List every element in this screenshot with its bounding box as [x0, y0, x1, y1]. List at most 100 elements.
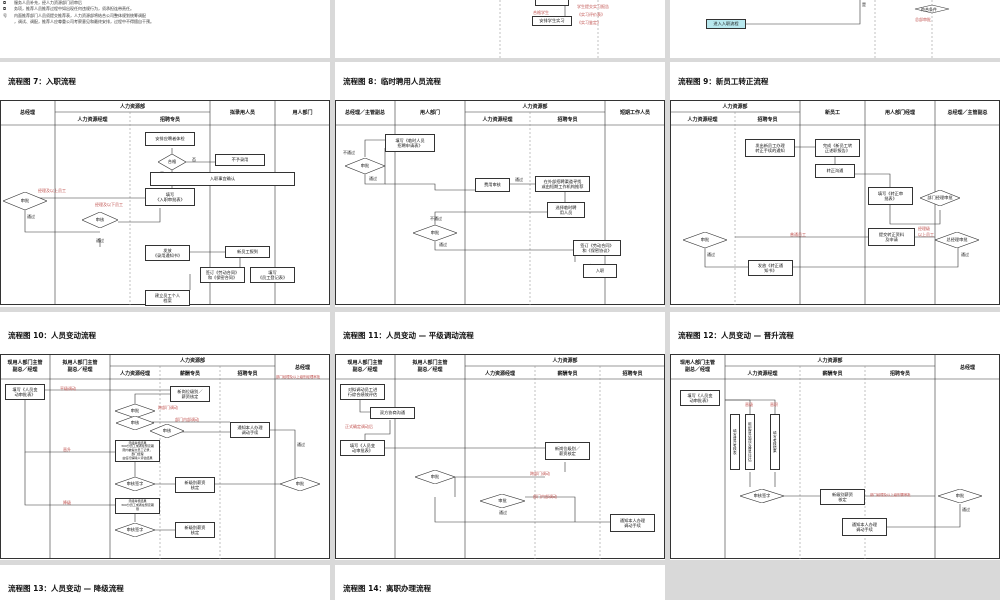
top-panel-right: 是 进入入职流程 符合条件 总部审批 — [670, 0, 1000, 58]
flowchart-10-check-diamond: 审核签字 — [115, 477, 155, 491]
flowchart-12-vert-box-3: 填写考核结果 — [770, 414, 780, 470]
flowchart-10-newpos-box: 新岗位级别／ 薪资核定 — [170, 386, 210, 402]
flowchart-8-frame — [335, 100, 665, 305]
top-middle-lines — [499, 0, 599, 58]
flowchart-12-header-gm: 总经理 — [959, 365, 975, 371]
flowchart-9-fill-box: 完成《新员工转 正述职报告》 — [815, 139, 860, 157]
flowchart-8-pass-label: 通过 — [369, 176, 377, 181]
top-middle-note-1: 学生提交实习报告 — [577, 4, 609, 9]
flowchart-7-header-hr: 人力资源部 — [119, 104, 145, 110]
flowchart-12-header-hrm: 人力资源经理 — [747, 371, 778, 377]
flowchart-9-header-hrm: 人力资源经理 — [687, 117, 718, 123]
flowchart-11-title: 流程图 11：人员变动 — 平级调动流程 — [343, 331, 474, 340]
flowchart-11-talk-box: 双方协商沟通 — [370, 407, 415, 419]
flowchart-11-header-plan: 拟用人部门主管 副总／经理 — [412, 360, 448, 373]
flowchart-8-pass3-label: 通过 — [439, 242, 447, 247]
flowchart-12-approve-diamond: 审批 — [938, 489, 982, 503]
flowchart-10-gm-diamond: 审批 — [280, 477, 320, 491]
flowchart-11-fill-box: 填写《人员变 动审批表》 — [340, 440, 385, 456]
flowchart-10-approve-diamond: 审批 — [115, 404, 155, 418]
flowchart-9-final-diamond: 总经理审批 — [935, 232, 979, 248]
flowchart-8-source-box: 在外部招聘渠道寻找 或由短期工作机构推荐 — [535, 176, 590, 192]
flowchart-12-fill-box: 填写《人员变 动审批表》 — [680, 390, 720, 406]
flowchart-7-header-cand: 拟录用人员 — [229, 110, 255, 116]
flowchart-10-header-gm: 总经理 — [294, 365, 310, 371]
flowchart-9-pass-label: 通过 — [707, 252, 715, 257]
flowchart-8-review-box: 费用审核 — [475, 178, 510, 192]
flowchart-11-red-internal: 部门内部调动 — [533, 494, 557, 499]
flowchart-9-header-new: 新员工 — [824, 110, 840, 116]
flowchart-11-eval-box: 对拟调动员工进 行综合绩效评估 — [340, 384, 385, 400]
flowchart-7-approve-diamond: 审批 — [3, 192, 47, 210]
flowchart-10-panel: 流程图 10：人员变动流程 现用人部门主管 副总／经理 拟用人部门主管 副总／经… — [0, 312, 330, 560]
flowchart-10-fill-box: 填写《人员变 动审批表》 — [5, 384, 45, 400]
flowchart-7-audit-diamond: 审核 — [82, 212, 118, 228]
flowchart-7-file-box: 建立员工个人 档案 — [145, 290, 190, 306]
flowchart-14-title: 流程图 14：离职办理流程 — [343, 584, 432, 593]
flowchart-11-approve2-diamond: 审批 — [480, 494, 525, 508]
flowchart-12-header-pay: 薪酬专员 — [822, 371, 843, 377]
flowchart-10-red-lateral: 平级调动 — [60, 386, 76, 391]
flowchart-7-red-2: 经理及以下员工 — [95, 202, 123, 207]
flowchart-10-audit2-diamond: 审核 — [150, 424, 184, 438]
flowchart-12-check-diamond: 审核签字 — [740, 489, 784, 503]
flowchart-11-panel: 流程图 11：人员变动 — 平级调动流程 现用人部门主管 副总／经理 拟用人部门… — [335, 312, 665, 560]
flowchart-10-newpay-box: 新级别薪资 核定 — [175, 477, 215, 493]
flowchart-7-pass2-label: 通过 — [96, 238, 104, 243]
flowchart-12-header-now: 现用人部门主管 副总／经理 — [679, 360, 715, 373]
flowchart-7-header-gm: 总经理 — [19, 110, 35, 116]
flowchart-12-red-post: 晋职 — [770, 402, 778, 407]
flowchart-13-panel: 流程图 13：人员变动 — 降级流程 — [0, 565, 330, 600]
top-left-bullets: ◘◘号 — [3, 0, 7, 18]
flowchart-8-pass2-label: 通过 — [515, 177, 523, 182]
flowchart-8-select-box: 选择临时聘 用人员 — [547, 202, 585, 218]
flowchart-12-newpay-box: 新级别薪资 核定 — [820, 489, 865, 505]
flowchart-10-newpay2-box: 新级别薪资 核定 — [175, 522, 215, 538]
flowchart-11-header-hrm: 人力资源经理 — [484, 371, 515, 377]
flowchart-7-register-box: 填写 《员工登记表》 — [250, 267, 295, 283]
flowchart-7-form-box: 填写 《入职审批表》 — [145, 188, 195, 206]
top-middle-note-3: 《实习鉴定》 — [577, 20, 601, 25]
flowchart-11-red-confirmed: 正式确定调动后 — [345, 424, 373, 429]
top-middle-intern-box: 安排学生实习 — [532, 16, 572, 26]
flowchart-9-talk-box: 转正沟通 — [815, 164, 855, 178]
flowchart-7-panel: 流程图 7：入职流程 总经理 人力资源部 人力资源经理 招聘专员 拟录用人员 用… — [0, 62, 330, 307]
flowchart-10-header-now: 现用人部门主管 副总／经理 — [7, 360, 43, 373]
flowchart-10-red-internal: 部门内部调动 — [175, 417, 199, 422]
flowchart-9-eval-box: 填写《转正审 批表》 — [868, 187, 913, 205]
flowchart-8-header-hr: 人力资源部 — [522, 104, 548, 110]
flowchart-12-pass-label: 通过 — [962, 507, 970, 512]
flowchart-11-pass-label: 通过 — [499, 510, 507, 515]
flowchart-14-panel: 流程图 14：离职办理流程 — [335, 565, 665, 600]
flowchart-10-frame — [0, 354, 330, 559]
flowchart-10-title: 流程图 10：人员变动流程 — [8, 331, 97, 340]
flowchart-9-agree-diamond: 部门经理审批 — [920, 190, 960, 206]
flowchart-10-down-box: 须组考核结果 300分员工或者在预定期 限 — [115, 498, 160, 514]
flowchart-10-header-hr: 人力资源部 — [179, 358, 205, 364]
flowchart-7-header-dept: 用人部门 — [292, 110, 313, 116]
top-panel-middle: 合格学生 安排学生实习 学生提交实习报告 《实习评价表》 《实习鉴定》 — [335, 0, 665, 58]
flowchart-7-confirm-box: 入职事宜确认 — [150, 172, 295, 186]
flowchart-12-lines — [670, 354, 1000, 559]
flowchart-12-red-gm: 部门经理及以上级别需审批 — [870, 493, 911, 497]
flowchart-8-approve-diamond: 审批 — [345, 158, 385, 174]
top-right-note: 总部审批 — [915, 17, 931, 22]
flowchart-11-approve-diamond: 审批 — [415, 470, 455, 484]
flowchart-10-audit-diamond: 审核 — [116, 416, 154, 430]
flowchart-11-lines — [335, 354, 665, 559]
top-right-diamond-label: 符合条件 — [921, 7, 937, 12]
flowchart-11-header-rec: 招聘专员 — [622, 371, 643, 377]
flowchart-12-title: 流程图 12：人员变动 — 晋升流程 — [678, 331, 794, 340]
flowchart-7-notice-box: 发放 《录用通知书》 — [145, 245, 190, 261]
flowchart-8-header-hrm: 人力资源经理 — [482, 117, 513, 123]
top-middle-red-label: 合格学生 — [533, 10, 549, 15]
flowchart-10-header-hrm: 人力资源经理 — [119, 371, 150, 377]
flowchart-9-lines — [670, 100, 1000, 305]
flowchart-7-pass-label: 通过 — [27, 214, 35, 219]
flowchart-9-red-2: 经理级 以上员工 — [918, 226, 934, 237]
flowchart-10-header-pay: 薪酬专员 — [179, 371, 200, 377]
flowchart-11-frame — [335, 354, 665, 559]
flowchart-7-title: 流程图 7：入职流程 — [8, 77, 76, 86]
flowchart-13-title: 流程图 13：人员变动 — 降级流程 — [8, 584, 124, 593]
flowchart-9-header-gm: 总经理／主管副总 — [947, 110, 988, 116]
